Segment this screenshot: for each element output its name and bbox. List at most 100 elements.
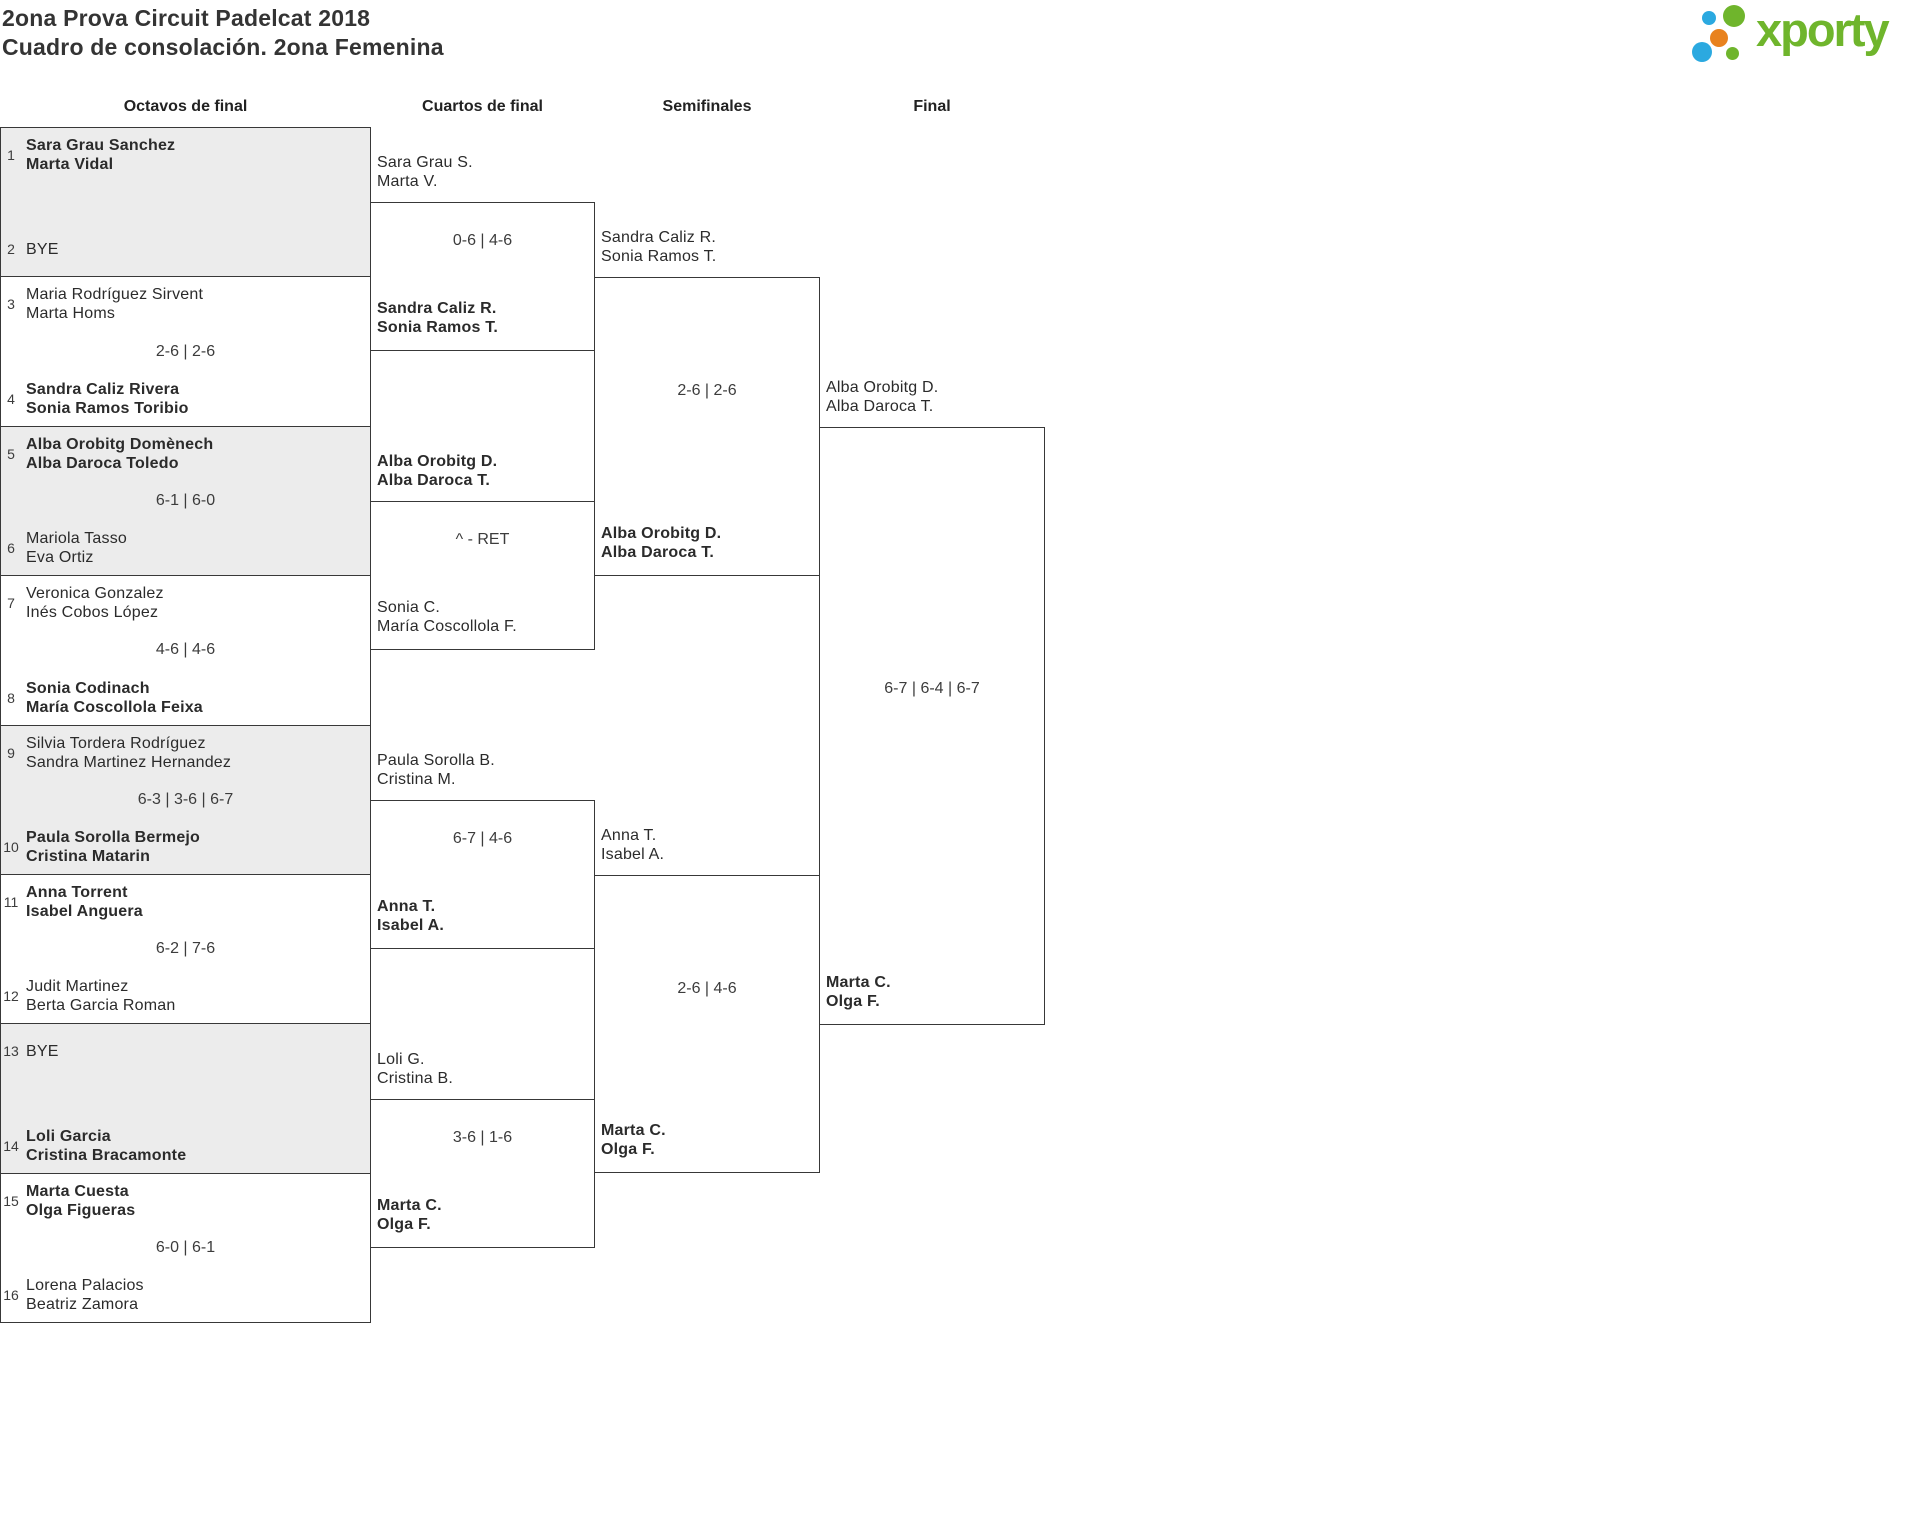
r16-match-1: 1 Sara Grau Sanchez Marta Vidal 2 BYE xyxy=(1,128,370,278)
player-name: Berta Garcia Roman xyxy=(26,997,176,1015)
team-names: Alba Orobitg D. Alba Daroca T. xyxy=(601,524,721,562)
player-name: Marta Cuesta xyxy=(26,1182,129,1200)
match-score: 6-7 | 6-4 | 6-7 xyxy=(884,680,980,697)
team-names: Anna T. Isabel A. xyxy=(377,897,444,935)
r16-match-6: 11 Anna Torrent Isabel Anguera 6-2 | 7-6… xyxy=(1,874,370,1025)
player-name: Lorena Palacios xyxy=(26,1277,144,1294)
match-score: 6-1 | 6-0 xyxy=(155,491,216,509)
player-name: Sara Grau Sanchez xyxy=(26,137,176,154)
bracket-entry: 2 BYE xyxy=(1,230,364,268)
player-name: Maria Rodríguez Sirvent xyxy=(26,286,204,304)
r16-match-3: 5 Alba Orobitg Domènech Alba Daroca Tole… xyxy=(1,426,370,577)
bracket-entry: 14 Loli Garcia Cristina Bracamonte xyxy=(1,1127,364,1165)
seed-number: 11 xyxy=(3,893,19,910)
bracket-entry: 7 Veronica Gonzalez Inés Cobos López xyxy=(1,584,364,622)
qf-match-3: Paula Sorolla B. Cristina M. 6-7 | 4-6 A… xyxy=(370,752,595,949)
player-name: Olga F. xyxy=(826,993,880,1010)
team-names: Sonia Codinach María Coscollola Feixa xyxy=(21,679,203,717)
page-title: 2ona Prova Circuit Padelcat 2018 xyxy=(2,5,371,31)
logo-dot-icon xyxy=(1702,11,1716,25)
player-name: Sonia C. xyxy=(377,599,440,616)
match-score: 2-6 | 4-6 xyxy=(677,980,737,997)
bracket-entry: 4 Sandra Caliz Rivera Sonia Ramos Toribi… xyxy=(1,380,364,418)
match-score: 6-7 | 4-6 xyxy=(452,830,513,847)
final-match: Alba Orobitg D. Alba Daroca T. 6-7 | 6-4… xyxy=(819,379,1045,1025)
team-names: Loli Garcia Cristina Bracamonte xyxy=(21,1127,186,1165)
team-names: Veronica Gonzalez Inés Cobos López xyxy=(21,584,164,622)
bracket-entry: 8 Sonia Codinach María Coscollola Feixa xyxy=(1,679,364,717)
player-name: María Coscollola F. xyxy=(377,618,517,635)
bracket-entry: 11 Anna Torrent Isabel Anguera xyxy=(1,883,364,921)
player-name: Loli G. xyxy=(377,1051,425,1068)
seed-number: 16 xyxy=(3,1287,19,1303)
match-score: 6-2 | 7-6 xyxy=(155,940,216,958)
player-name: Sandra Caliz R. xyxy=(377,300,497,317)
logo-wordmark: xporty xyxy=(1756,3,1890,56)
team-names: Marta C. Olga F. xyxy=(826,973,891,1011)
player-name: Isabel A. xyxy=(601,846,665,863)
team-names: Lorena Palacios Beatriz Zamora xyxy=(21,1276,144,1314)
player-name: Anna T. xyxy=(601,827,657,844)
player-name: Marta C. xyxy=(601,1122,666,1139)
bracket-entry: 3 Maria Rodríguez Sirvent Marta Homs xyxy=(1,285,364,323)
logo-dot-icon xyxy=(1723,5,1745,27)
player-name: Olga F. xyxy=(601,1141,655,1158)
team-names: Sara Grau S. Marta V. xyxy=(377,153,473,191)
match-score: 4-6 | 4-6 xyxy=(155,641,216,659)
bracket-entry: 16 Lorena Palacios Beatriz Zamora xyxy=(1,1276,364,1314)
player-name: Sonia Ramos T. xyxy=(601,248,717,265)
round-header-octavos: Octavos de final xyxy=(123,98,248,115)
bracket-entry: 1 Sara Grau Sanchez Marta Vidal xyxy=(1,136,364,174)
player-name: Sonia Codinach xyxy=(26,679,150,697)
logo-dot-icon xyxy=(1692,42,1712,62)
player-name: María Coscollola Feixa xyxy=(26,698,203,716)
team-names: Sonia C. María Coscollola F. xyxy=(377,598,517,636)
seed-number: 13 xyxy=(3,1043,19,1060)
player-name: Veronica Gonzalez xyxy=(26,585,164,603)
team-names: Paula Sorolla B. Cristina M. xyxy=(377,751,495,789)
bracket-entry: 6 Mariola Tasso Eva Ortiz xyxy=(1,529,364,567)
seed-number: 6 xyxy=(7,540,15,557)
player-name: Sandra Martinez Hernandez xyxy=(26,753,232,771)
player-name: Alba Daroca T. xyxy=(601,544,715,561)
player-name: Alba Orobitg D. xyxy=(826,379,939,396)
seed-number: 14 xyxy=(3,1137,19,1154)
r16-match-8: 15 Marta Cuesta Olga Figueras 6-0 | 6-1 … xyxy=(1,1173,370,1322)
seed-number: 4 xyxy=(7,390,15,407)
team-names: BYE xyxy=(21,240,59,259)
logo-dot-icon xyxy=(1710,29,1728,47)
player-name: Sandra Caliz Rivera xyxy=(26,380,180,398)
round-header-semifinales: Semifinales xyxy=(662,98,752,115)
team-names: BYE xyxy=(21,1042,59,1061)
team-names: Marta C. Olga F. xyxy=(601,1121,666,1159)
page-subtitle: Cuadro de consolación. 2ona Femenina xyxy=(2,34,444,60)
player-name: Isabel A. xyxy=(377,917,445,934)
player-name: Alba Daroca Toledo xyxy=(26,454,179,472)
player-name: Cristina Matarin xyxy=(26,847,151,865)
player-name: Cristina M. xyxy=(377,771,456,788)
player-name: Judit Martinez xyxy=(26,978,129,996)
match-score: 3-6 | 1-6 xyxy=(452,1129,513,1146)
player-name: Sonia Ramos T. xyxy=(377,319,499,336)
team-names: Sandra Caliz R. Sonia Ramos T. xyxy=(601,228,716,266)
seed-number: 10 xyxy=(3,838,19,855)
seed-number: 12 xyxy=(3,988,19,1005)
qf-match-1: Sara Grau S. Marta V. 0-6 | 4-6 Sandra C… xyxy=(370,154,595,351)
xporty-logo[interactable]: xporty xyxy=(1690,2,1920,66)
player-name: Anna T. xyxy=(377,898,436,915)
player-name: Alba Daroca T. xyxy=(377,472,491,489)
player-name: Paula Sorolla Bermejo xyxy=(26,828,201,846)
round-header-cuartos: Cuartos de final xyxy=(422,98,543,115)
r16-match-7: 13 BYE 14 Loli Garcia Cristina Bracamont… xyxy=(1,1024,370,1174)
team-names: Alba Orobitg D. Alba Daroca T. xyxy=(826,378,938,416)
player-name: Sonia Ramos Toribio xyxy=(26,399,189,417)
team-names: Anna Torrent Isabel Anguera xyxy=(21,883,143,921)
team-names: Sara Grau Sanchez Marta Vidal xyxy=(21,136,175,174)
team-names: Alba Orobitg D. Alba Daroca T. xyxy=(377,452,497,490)
team-names: Paula Sorolla Bermejo Cristina Matarin xyxy=(21,828,200,866)
player-name: Silvia Tordera Rodríguez xyxy=(26,734,206,752)
team-names: Judit Martinez Berta Garcia Roman xyxy=(21,977,175,1015)
r16-match-5: 9 Silvia Tordera Rodríguez Sandra Martin… xyxy=(1,725,370,875)
player-name: Mariola Tasso xyxy=(26,530,128,548)
player-name: Alba Orobitg D. xyxy=(377,453,498,470)
